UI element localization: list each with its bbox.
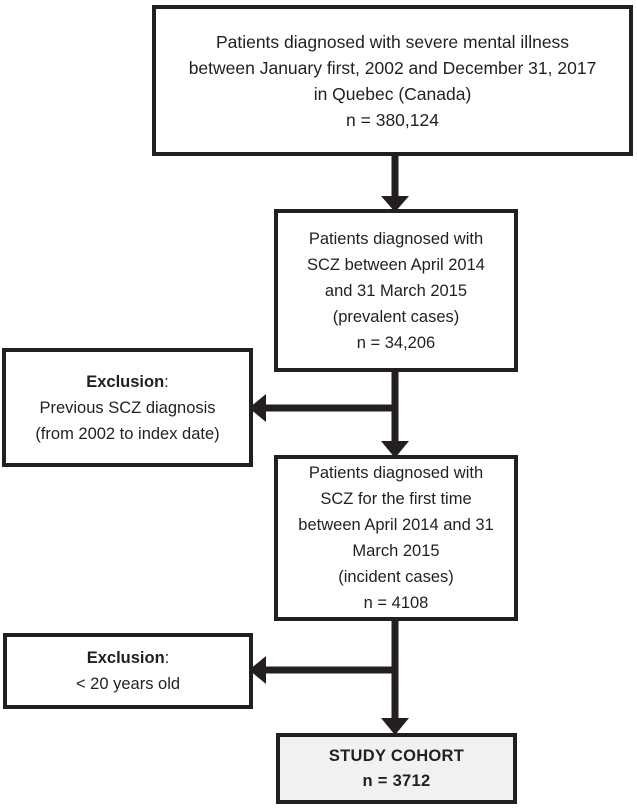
- node-study-cohort-title: STUDY COHORT: [328, 746, 465, 765]
- connector-prevalent-to-exclusion-previous: [249, 394, 398, 422]
- node-exclusion-previous-title-colon: :: [164, 372, 169, 391]
- node-exclusion-age-title-text: Exclusion: [86, 649, 165, 667]
- node-source-population-count: n = 380,124: [346, 109, 439, 130]
- connector-prevalent-to-incident: [381, 370, 409, 458]
- node-prevalent-cases-count: n = 34,206: [356, 333, 436, 352]
- node-study-cohort: STUDY COHORT n = 3712: [276, 733, 517, 804]
- node-incident-cases-line-3: between April 2014 and 31: [298, 516, 494, 534]
- connector-incident-to-study-cohort: [381, 619, 409, 735]
- node-exclusion-age: Exclusion: < 20 years old: [3, 633, 253, 709]
- node-exclusion-previous-line-1: Previous SCZ diagnosis: [39, 398, 216, 417]
- node-incident-cases: Patients diagnosed with SCZ for the firs…: [274, 455, 518, 621]
- node-prevalent-cases-line-4: (prevalent cases): [332, 307, 460, 326]
- node-source-population-line-1: Patients diagnosed with severe mental il…: [215, 31, 570, 52]
- node-source-population-line-3: in Quebec (Canada): [313, 83, 472, 104]
- node-incident-cases-line-4: March 2015: [352, 542, 440, 560]
- node-incident-cases-line-5: (incident cases): [338, 568, 454, 586]
- node-incident-cases-count: n = 4108: [363, 594, 429, 612]
- node-prevalent-cases-line-2: SCZ between April 2014: [307, 255, 485, 274]
- node-study-cohort-count: n = 3712: [362, 771, 431, 790]
- node-incident-cases-line-2: SCZ for the first time: [320, 490, 472, 508]
- node-exclusion-previous-diagnosis: Exclusion: Previous SCZ diagnosis (from …: [2, 348, 253, 467]
- node-prevalent-cases: Patients diagnosed with SCZ between Apri…: [274, 209, 518, 372]
- node-source-population-line-2: between January first, 2002 and December…: [188, 57, 597, 78]
- node-prevalent-cases-line-1: Patients diagnosed with: [308, 229, 484, 248]
- connector-source-to-prevalent: [381, 155, 409, 212]
- node-exclusion-age-line-1: < 20 years old: [75, 675, 181, 693]
- node-source-population: Patients diagnosed with severe mental il…: [152, 5, 633, 156]
- node-exclusion-age-title: Exclusion:: [87, 645, 170, 671]
- node-exclusion-previous-title-text: Exclusion: [86, 372, 165, 391]
- node-exclusion-age-title-colon: :: [164, 649, 170, 667]
- connector-incident-to-exclusion-age: [249, 656, 398, 684]
- node-incident-cases-line-1: Patients diagnosed with: [308, 464, 484, 482]
- node-exclusion-previous-line-2: (from 2002 to index date): [35, 424, 220, 443]
- node-prevalent-cases-line-3: and 31 March 2015: [324, 281, 468, 300]
- node-exclusion-previous-title: Exclusion:: [86, 369, 169, 395]
